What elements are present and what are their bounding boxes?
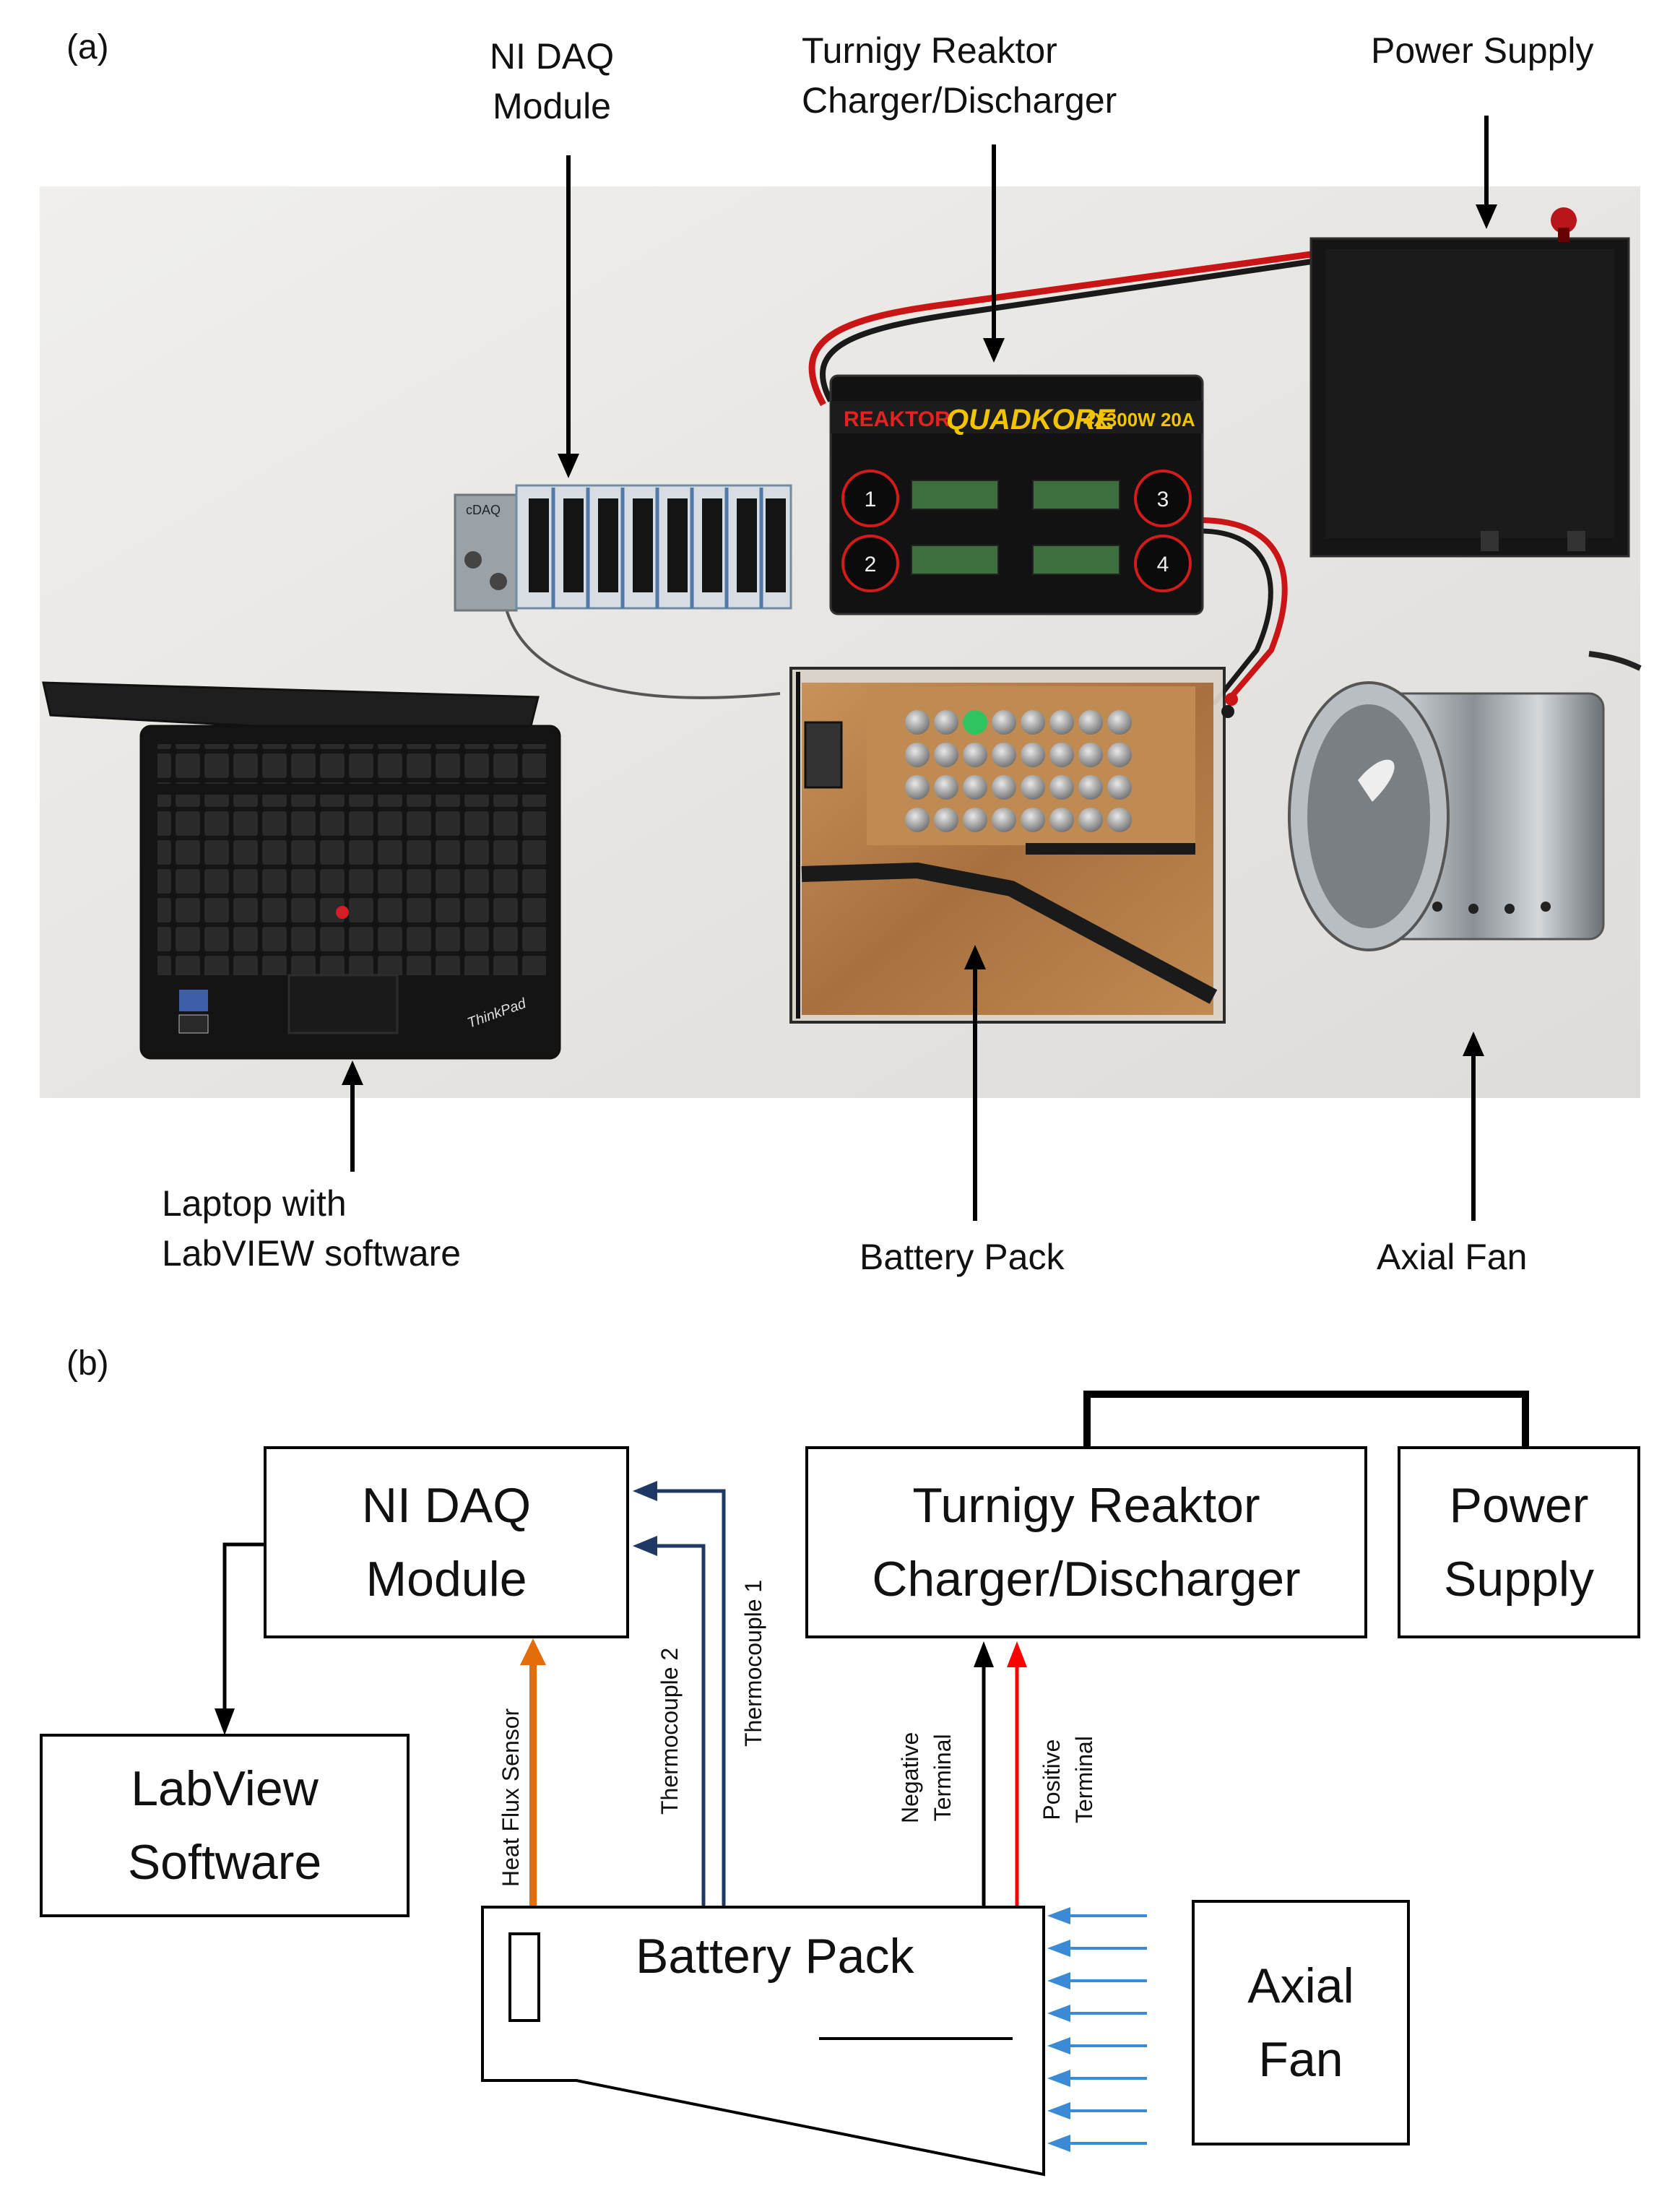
charger-channel-1: 1 [865, 488, 877, 511]
axial-fan-box-line2: Fan [1258, 2032, 1343, 2087]
daq-module-brand: cDAQ [466, 503, 501, 517]
thermocouple-1-arrowhead [633, 1481, 657, 1501]
battery-pack-slot [508, 1932, 540, 2022]
axial-fan-box-line1: Axial [1247, 1958, 1354, 2013]
fan-photo-label-line1: Axial Fan [1377, 1237, 1528, 1277]
charger-model-text: QUADKORE [946, 404, 1116, 436]
fan-photo-label: Axial Fan [1377, 1232, 1527, 1282]
charger-box-line2: Charger/Discharger [872, 1552, 1301, 1607]
charger-power-link [1083, 1391, 1529, 1446]
daq-module-box: NI DAQ Module [264, 1446, 629, 1638]
daq-module-box-line1: NI DAQ [361, 1478, 532, 1533]
labview-box-line2: Software [127, 1835, 322, 1890]
daq-module-photo: cDAQ [454, 484, 792, 612]
panel-a-label: (a) [66, 28, 109, 66]
photo-pointer-arrows [342, 116, 1497, 1221]
daq-photo-label: NI DAQ Module [480, 32, 624, 131]
heat-flux-arrowhead [520, 1638, 546, 1665]
laptop-photo-label: Laptop with LabVIEW software [162, 1179, 461, 1279]
daq-photo-label-line2: Module [493, 86, 611, 126]
thermocouple-1-label: Thermocouple 1 [740, 1579, 766, 1747]
thermocouple-2-label: Thermocouple 2 [657, 1647, 683, 1815]
charger-channel-3: 3 [1157, 488, 1169, 511]
power-photo-label: Power Supply [1371, 26, 1594, 76]
power-supply-box: Power Supply [1398, 1446, 1640, 1638]
fan-cable [1588, 651, 1642, 671]
negative-terminal-label-line1: Negative [897, 1732, 923, 1823]
power-photo-label-line1: Power Supply [1371, 30, 1594, 71]
panel-b-label: (b) [66, 1344, 109, 1383]
charger-photo: REAKTOR QUADKORE 4X300W 20A 1 3 2 4 [829, 374, 1204, 615]
heat-flux-label: Heat Flux Sensor [498, 1708, 524, 1887]
positive-terminal-label-line2: Terminal [1070, 1736, 1097, 1823]
thermocouple-1-line [656, 1489, 726, 1907]
labview-box-line1: LabView [131, 1761, 319, 1816]
charger-photo-label: Turnigy Reaktor Charger/Discharger [802, 26, 1117, 126]
axial-fan-box: Axial Fan [1192, 1900, 1410, 2145]
power-supply-box-line1: Power [1449, 1478, 1589, 1533]
power-supply-box-line2: Supply [1444, 1552, 1594, 1607]
thermocouple-2-arrowhead [633, 1536, 657, 1556]
negative-terminal-arrowhead [974, 1641, 994, 1667]
airflow-arrows [1047, 1907, 1147, 2152]
charger-spec-text: 4X300W 20A [1083, 409, 1195, 431]
negative-terminal-label-line2: Terminal [929, 1734, 956, 1822]
black-cable-side [1198, 528, 1273, 706]
battery-photo-label: Battery Pack [860, 1232, 1064, 1282]
battery-pack-outline [481, 1906, 1045, 2177]
black-cable-top [820, 257, 1322, 402]
charger-channel-2: 2 [865, 553, 877, 576]
daq-labview-link [222, 1542, 267, 1712]
laptop-photo-label-line1: Laptop with [162, 1183, 347, 1224]
axial-fan-photo [1288, 681, 1605, 951]
daq-labview-arrowhead [215, 1708, 235, 1735]
charger-box: Turnigy Reaktor Charger/Discharger [805, 1446, 1367, 1638]
red-cable-side [1198, 517, 1288, 703]
laptop-photo-label-line2: LabVIEW software [162, 1233, 462, 1274]
positive-terminal-arrowhead [1007, 1641, 1027, 1667]
battery-photo-label-line1: Battery Pack [860, 1237, 1065, 1277]
negative-terminal-label: Negative Terminal [894, 1732, 959, 1823]
thermocouple-wire [504, 606, 781, 699]
thermocouple-2-line [656, 1544, 706, 1907]
labview-box: LabView Software [40, 1734, 410, 1917]
daq-module-box-line2: Module [365, 1552, 527, 1607]
charger-photo-label-line1: Turnigy Reaktor [802, 30, 1057, 71]
positive-terminal-label: Positive Terminal [1036, 1736, 1101, 1823]
battery-pack-photo [789, 667, 1238, 1024]
battery-pack-box-label: Battery Pack [636, 1929, 914, 1984]
charger-brand-text: REAKTOR [844, 407, 951, 431]
power-supply-photo [1309, 207, 1630, 558]
charger-box-line1: Turnigy Reaktor [912, 1478, 1260, 1533]
battery-cells [905, 710, 1132, 832]
charger-photo-label-line2: Charger/Discharger [802, 80, 1117, 121]
laptop-photo: ThinkPad [42, 681, 561, 1060]
charger-channel-4: 4 [1157, 553, 1169, 576]
daq-photo-label-line1: NI DAQ [489, 36, 615, 77]
red-cable-top [808, 249, 1322, 407]
positive-terminal-label-line1: Positive [1039, 1739, 1065, 1820]
